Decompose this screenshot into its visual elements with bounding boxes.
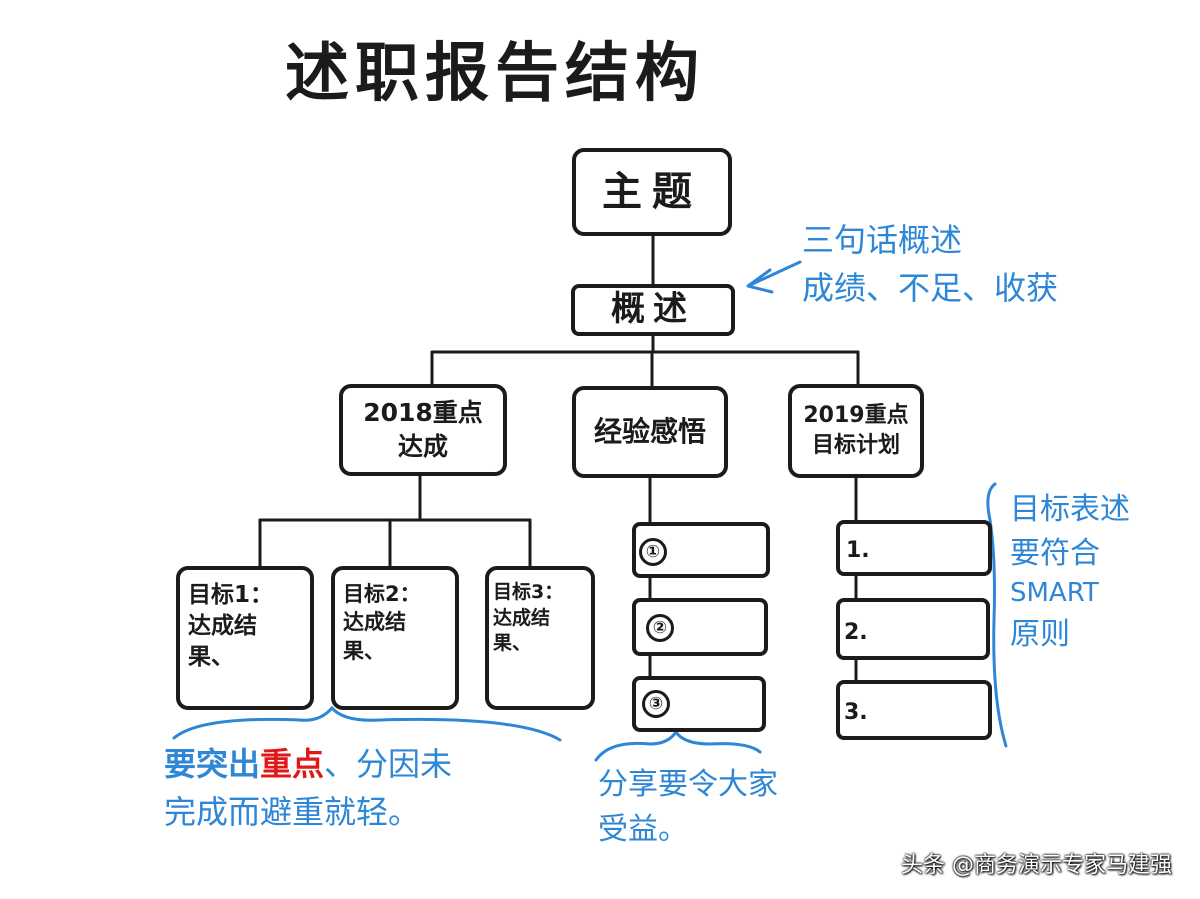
plan-item-1: 1. (836, 520, 992, 576)
theme-box: 主题 (572, 148, 732, 236)
insight-item-1: ① (632, 522, 770, 578)
plan-item-2: 2. (836, 598, 990, 660)
plan-note-line-4: 原则 (1010, 616, 1070, 652)
goal-2-box: 目标2： 达成结果、 (331, 566, 459, 710)
achievement-2018-box: 2018重点 达成 (339, 384, 507, 476)
plan-number-3: 3. (844, 700, 868, 725)
circled-number-1: ① (639, 538, 667, 566)
achievement-annotation: 要突出重点、分因未 完成而避重就轻。 (164, 740, 452, 836)
goal-3-box: 目标3： 达成结果、 (485, 566, 595, 710)
plan-note-line-1: 目标表述 (1010, 492, 1130, 527)
experience-box: 经验感悟 (572, 386, 728, 478)
plan-number-2: 2. (844, 620, 868, 645)
circled-number-2: ② (646, 614, 674, 642)
experience-note-line-1: 分享要令大家 (598, 767, 778, 802)
insight-item-3: ③ (632, 676, 766, 732)
plan-number-1: 1. (846, 538, 870, 563)
overview-annotation: 三句话概述 成绩、不足、收获 (802, 216, 1058, 312)
plan-note-line-2: 要符合 (1010, 535, 1100, 571)
watermark: 头条 @商务演示专家马建强 (901, 853, 1172, 878)
insight-item-2: ② (632, 598, 768, 656)
plan-note-line-3: SMART (1010, 578, 1099, 608)
plan-annotation: 目标表述 要符合 SMART 原则 (1010, 488, 1130, 656)
overview-note-line-2: 成绩、不足、收获 (802, 269, 1059, 307)
goal-1-box: 目标1： 达成结果、 (176, 566, 314, 710)
overview-note-line-1: 三句话概述 (802, 221, 963, 259)
achieve-note-prefix: 要突出 (164, 745, 261, 783)
achieve-note-highlight: 重点 (260, 745, 325, 783)
achieve-note-line-2: 完成而避重就轻。 (164, 793, 421, 831)
circled-number-3: ③ (642, 690, 670, 718)
overview-box: 概述 (571, 284, 735, 336)
plan-item-3: 3. (836, 680, 992, 740)
experience-annotation: 分享要令大家 受益。 (598, 762, 778, 852)
page-title: 述职报告结构 (285, 37, 705, 111)
experience-note-line-2: 受益。 (598, 812, 688, 847)
achieve-note-suffix: 、分因未 (324, 745, 453, 783)
plan-2019-box: 2019重点 目标计划 (788, 384, 924, 478)
